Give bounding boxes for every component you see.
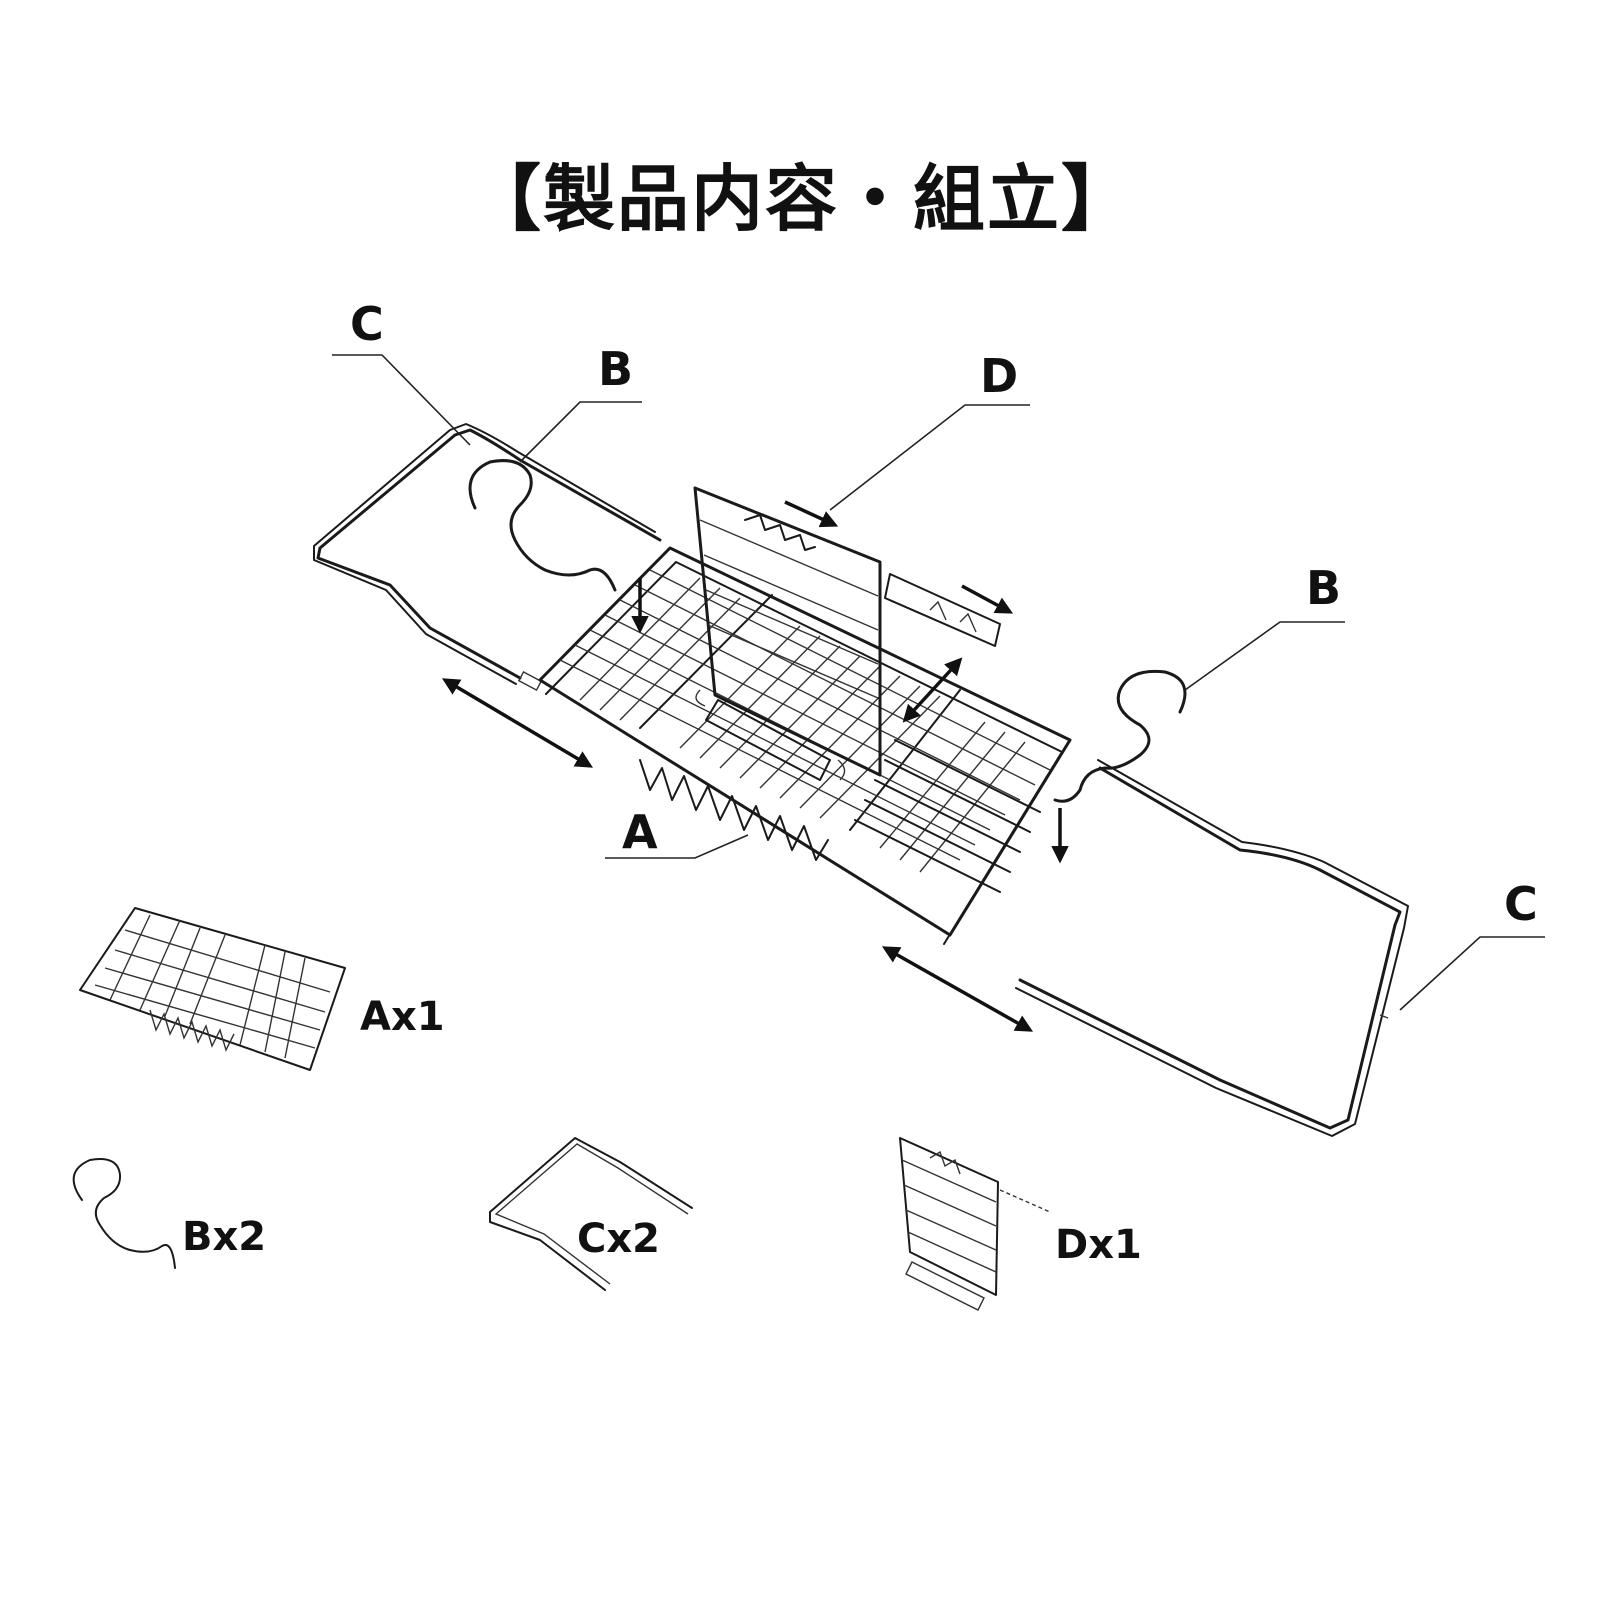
callout-a: A [622, 805, 658, 859]
callout-b-left: B [598, 342, 633, 396]
part-b-thumbnail [72, 1158, 176, 1269]
hook-b-left [468, 459, 617, 592]
extension-arm-c-right [1015, 759, 1409, 1137]
callout-leaders [332, 354, 1545, 1011]
callout-d: D [980, 349, 1018, 403]
part-b-label: Bx2 [182, 1214, 266, 1260]
callout-c-left: C [350, 297, 384, 351]
tray-bars [559, 569, 1051, 861]
callout-c-right: C [1504, 877, 1538, 931]
tray-a [538, 546, 1072, 945]
part-c-label: Cx2 [577, 1216, 660, 1262]
part-a-label: Ax1 [360, 994, 445, 1040]
part-c-thumbnail [489, 1137, 693, 1291]
page-title: 【製品内容・組立】 [468, 157, 1135, 241]
tray-right-rungs [854, 739, 1041, 893]
part-d-thumbnail [899, 1137, 1051, 1311]
callout-b-right: B [1306, 561, 1341, 615]
motion-arrows [441, 500, 1069, 1032]
part-a-thumbnail [79, 907, 346, 1071]
tray-cross-bars [579, 577, 1026, 873]
hook-b-right [1053, 669, 1187, 803]
part-d-label: Dx1 [1055, 1222, 1142, 1268]
book-stand-d [693, 486, 1001, 777]
